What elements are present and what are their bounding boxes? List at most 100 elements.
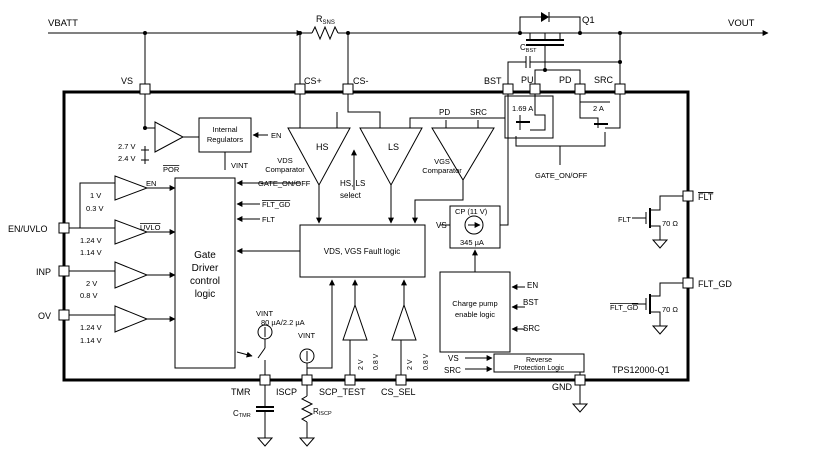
- cs-sel-comparator: [391, 303, 417, 341]
- pin-flt-gd[interactable]: [682, 277, 694, 289]
- pin-bst[interactable]: [502, 83, 514, 95]
- hs-label: HS: [316, 142, 329, 152]
- uvlo-label: UVLO: [140, 223, 161, 232]
- iscp-vint-label: VINT: [298, 331, 316, 340]
- flt-gd-sig-label: FLT_GD: [262, 200, 291, 209]
- flt-sig-label: FLT: [262, 215, 275, 224]
- por-comparator: [154, 121, 185, 153]
- charge-pump-logic-block: [439, 271, 511, 353]
- tmr-current-label: 80 µA/2.2 µA: [261, 318, 305, 327]
- fault-logic-label: VDS, VGS Fault logic: [324, 247, 400, 256]
- ls-comparator: [359, 127, 423, 187]
- chip-outline: [62, 90, 690, 382]
- pin-iscp-label: ISCP: [276, 387, 297, 397]
- pin-gnd[interactable]: [574, 374, 586, 386]
- ctmr-label: CTMR: [233, 409, 251, 419]
- pin-src[interactable]: [614, 83, 626, 95]
- q1-label: Q1: [582, 15, 595, 26]
- inp-comparator: [114, 261, 149, 289]
- vgs-src-label: SRC: [470, 108, 487, 117]
- por-v27: 2.7 V: [118, 142, 136, 151]
- scp-v08: 0.8 V: [373, 353, 380, 370]
- cbst-label: CBST: [520, 43, 537, 54]
- por-label: POR: [163, 165, 180, 174]
- pin-cs-minus-label: CS-: [353, 76, 369, 86]
- rp-vs-label: VS: [448, 354, 459, 363]
- hs-ls-select-line1: HS, LS: [340, 179, 365, 188]
- vbatt-label: VBATT: [48, 18, 78, 29]
- gate-driver-line1: Gate: [194, 250, 216, 261]
- pin-iscp[interactable]: [301, 374, 313, 386]
- inp-v08: 0.8 V: [80, 291, 98, 300]
- pd-current: 2 A: [593, 104, 604, 113]
- vbatt-rail: [48, 25, 520, 41]
- hs-comparator: [287, 127, 351, 187]
- device-name: TPS12000-Q1: [612, 365, 670, 375]
- cp-en-label: EN: [527, 281, 538, 290]
- internal-regulators-line1: Internal: [212, 125, 237, 134]
- gate-driver-line4: logic: [195, 289, 216, 300]
- cp-label: CP (11 V): [455, 207, 488, 216]
- pin-ov[interactable]: [58, 309, 70, 321]
- vgs-comp-line1: VGS: [434, 157, 450, 166]
- pin-pd-label: PD: [559, 75, 572, 85]
- pin-tmr-label: TMR: [231, 387, 251, 397]
- internal-regulators-line2: Regulators: [207, 135, 244, 144]
- pin-tmr[interactable]: [259, 374, 271, 386]
- pin-inp[interactable]: [58, 265, 70, 277]
- scp-v2: 2 V: [358, 359, 365, 370]
- pin-cs-sel-label: CS_SEL: [381, 387, 416, 397]
- rp-line2: Protection Logic: [514, 365, 565, 372]
- flt-gd-r70: 70 Ω: [662, 305, 678, 314]
- vgs-comp-line2: Comparator: [422, 166, 462, 175]
- pin-pu-label: PU: [521, 75, 534, 85]
- uvlo-v114: 1.14 V: [80, 248, 102, 257]
- gate-on-off2-label: GATE_ON/OFF: [535, 171, 588, 180]
- pin-en-uvlo[interactable]: [58, 222, 70, 234]
- en-v03: 0.3 V: [86, 204, 104, 213]
- q1-mosfet: [519, 12, 581, 56]
- ov-v114: 1.14 V: [80, 336, 102, 345]
- flt-gate-label: FLT: [618, 215, 631, 224]
- gate-on-off-label: GATE_ON/OFF: [258, 179, 311, 188]
- pin-pd[interactable]: [574, 83, 586, 95]
- cp-current: 345 µA: [460, 238, 484, 247]
- pin-src-label: SRC: [594, 75, 614, 85]
- pin-en-uvlo-label: EN/UVLO: [8, 224, 48, 234]
- inp-v2: 2 V: [86, 279, 97, 288]
- pin-cs-sel[interactable]: [395, 374, 407, 386]
- uvlo-comparator: [114, 219, 149, 245]
- gate-driver-line3: control: [190, 276, 220, 287]
- pin-cs-minus[interactable]: [342, 83, 354, 95]
- pin-flt[interactable]: [682, 190, 694, 202]
- pin-vs-label: VS: [121, 76, 133, 86]
- en-v1: 1 V: [90, 191, 101, 200]
- riscp-label: RISCP: [313, 407, 332, 417]
- pin-cs-plus-label: CS+: [304, 76, 322, 86]
- pin-inp-label: INP: [36, 267, 51, 277]
- vgs-pd-label: PD: [439, 108, 450, 117]
- pin-pu[interactable]: [529, 83, 541, 95]
- ov-comparator: [114, 305, 149, 333]
- pin-scp-test-label: SCP_TEST: [319, 387, 366, 397]
- internal-regulators-block: [198, 117, 252, 153]
- en-comparator: [114, 175, 149, 201]
- pin-scp-test[interactable]: [344, 374, 356, 386]
- pin-vs[interactable]: [139, 83, 151, 95]
- ls-label: LS: [388, 142, 399, 152]
- pin-flt-label: FLT: [698, 192, 714, 202]
- hs-ls-select-line2: select: [340, 191, 362, 200]
- pin-flt-gd-label: FLT_GD: [698, 279, 732, 289]
- en-comp-label: EN: [146, 179, 156, 188]
- vout-label: VOUT: [728, 18, 755, 29]
- pin-ov-label: OV: [38, 311, 51, 321]
- pin-bst-label: BST: [484, 76, 502, 86]
- cp-logic-line2: enable logic: [455, 310, 495, 319]
- por-v24: 2.4 V: [118, 154, 136, 163]
- cs-v08: 0.8 V: [423, 353, 430, 370]
- rp-src-label: SRC: [444, 366, 461, 375]
- vgs-comparator: [431, 127, 495, 181]
- reverse-protection-block: [493, 353, 585, 373]
